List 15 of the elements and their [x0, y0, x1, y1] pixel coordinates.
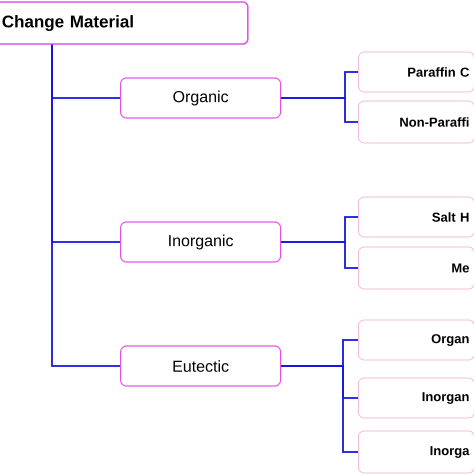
subcategory-box: Salt H — [358, 196, 474, 238]
category-box: Eutectic — [120, 345, 282, 387]
subcategory-box: Non-Paraffi — [358, 100, 474, 144]
connector-line — [51, 44, 120, 367]
subcategory-box: Inorgan — [358, 378, 474, 418]
title-box: Change Material — [0, 1, 249, 45]
subcategory-box: Inorga — [358, 430, 474, 474]
subcategory-box: Paraffin C — [358, 52, 474, 92]
category-box: Organic — [120, 77, 282, 119]
category-box: Inorganic — [120, 221, 282, 263]
connector-line — [281, 365, 358, 453]
connector-line — [281, 97, 358, 123]
connector-line — [281, 241, 358, 269]
subcategory-box: Me — [358, 246, 474, 290]
subcategory-box: Organ — [358, 320, 474, 360]
